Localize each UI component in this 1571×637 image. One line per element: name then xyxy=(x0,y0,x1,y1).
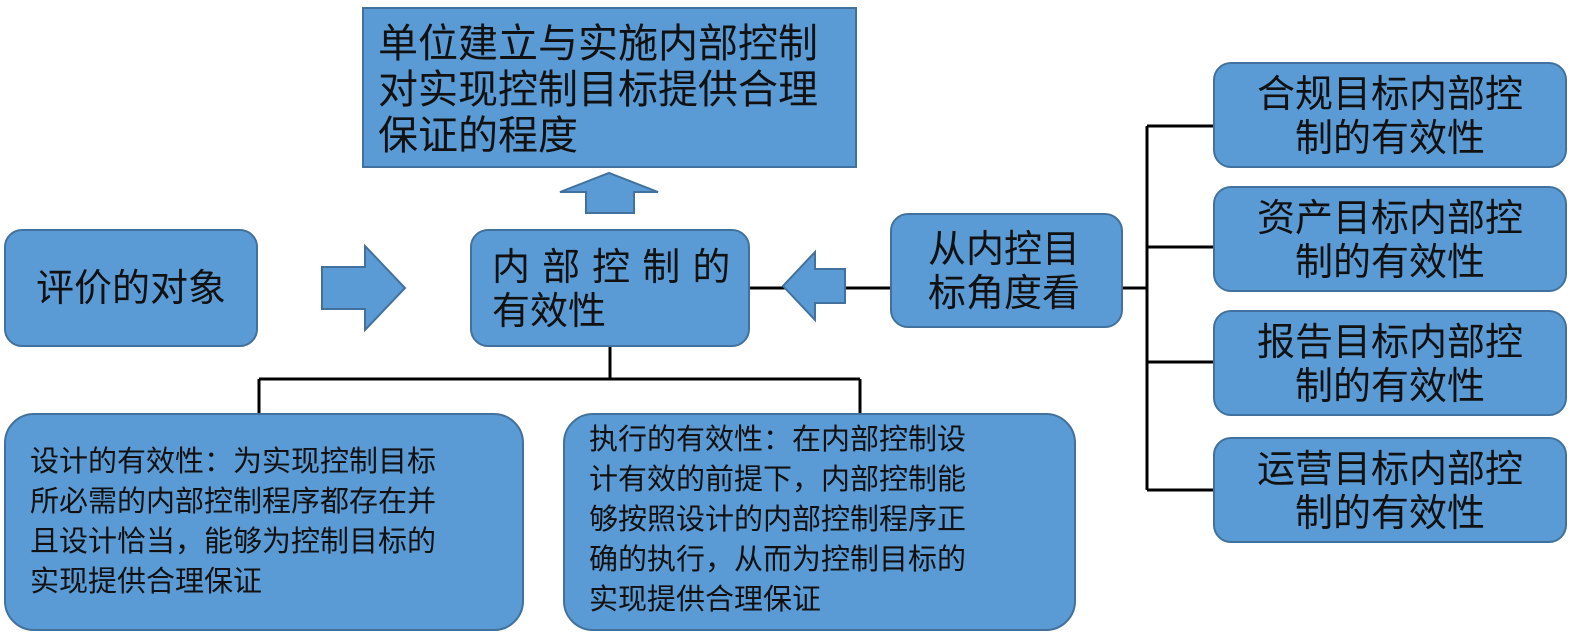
evaluation-object-box: 评价的对象 xyxy=(4,229,258,347)
perspective-box-line-2: 标角度看 xyxy=(928,271,1081,315)
goal-1-line-1: 合规目标内部控 xyxy=(1256,72,1523,116)
design-line-2: 所必需的内部控制程序都存在并 xyxy=(30,484,437,518)
execution-line-4: 确的执行，从而为控制目标的 xyxy=(589,542,967,576)
execution-line-3: 够按照设计的内部控制程序正 xyxy=(589,502,967,536)
goal-4-line-2: 制的有效性 xyxy=(1294,491,1485,535)
top-box-line-1: 单位建立与实施内部控制 xyxy=(378,21,818,67)
goal-3-line-1: 报告目标内部控 xyxy=(1256,320,1523,364)
top-box-line-3: 保证的程度 xyxy=(378,113,578,159)
execution-line-5: 实现提供合理保证 xyxy=(589,582,822,616)
right-arrow-icon xyxy=(321,243,407,333)
reporting-goal-box: 报告目标内部控 制的有效性 xyxy=(1213,310,1567,416)
reasonable-assurance-box: 单位建立与实施内部控制 对实现控制目标提供合理 保证的程度 xyxy=(362,7,857,168)
top-box-line-2: 对实现控制目标提供合理 xyxy=(378,67,818,113)
execution-effectiveness-box: 执行的有效性：在内部控制设 计有效的前提下，内部控制能 够按照设计的内部控制程序… xyxy=(563,413,1076,631)
goal-3-line-2: 制的有效性 xyxy=(1294,364,1485,408)
asset-goal-box: 资产目标内部控 制的有效性 xyxy=(1213,186,1567,292)
execution-line-2: 计有效的前提下，内部控制能 xyxy=(589,462,967,496)
goal-1-line-2: 制的有效性 xyxy=(1294,116,1485,160)
perspective-box-line-1: 从内控目 xyxy=(928,227,1081,271)
up-arrow-icon xyxy=(559,171,659,214)
compliance-goal-box: 合规目标内部控 制的有效性 xyxy=(1213,62,1567,168)
goal-4-line-1: 运营目标内部控 xyxy=(1256,447,1523,491)
design-line-1: 设计的有效性：为实现控制目标 xyxy=(30,444,437,478)
center-box-line-1: 内 部 控 制 的 xyxy=(492,245,731,289)
design-effectiveness-box: 设计的有效性：为实现控制目标 所必需的内部控制程序都存在并 且设计恰当，能够为控… xyxy=(4,413,524,631)
control-objective-perspective-box: 从内控目 标角度看 xyxy=(890,213,1123,328)
goal-2-line-1: 资产目标内部控 xyxy=(1256,196,1523,240)
execution-line-1: 执行的有效性：在内部控制设 xyxy=(589,422,967,456)
operations-goal-box: 运营目标内部控 制的有效性 xyxy=(1213,437,1567,543)
evaluation-object-label: 评价的对象 xyxy=(35,266,226,310)
left-arrow-icon xyxy=(781,249,846,323)
design-line-4: 实现提供合理保证 xyxy=(30,564,263,598)
design-line-3: 且设计恰当，能够为控制目标的 xyxy=(30,524,437,558)
center-box-line-2: 有效性 xyxy=(492,289,607,333)
internal-control-effectiveness-box: 内 部 控 制 的 有效性 xyxy=(470,229,750,347)
goal-2-line-2: 制的有效性 xyxy=(1294,240,1485,284)
